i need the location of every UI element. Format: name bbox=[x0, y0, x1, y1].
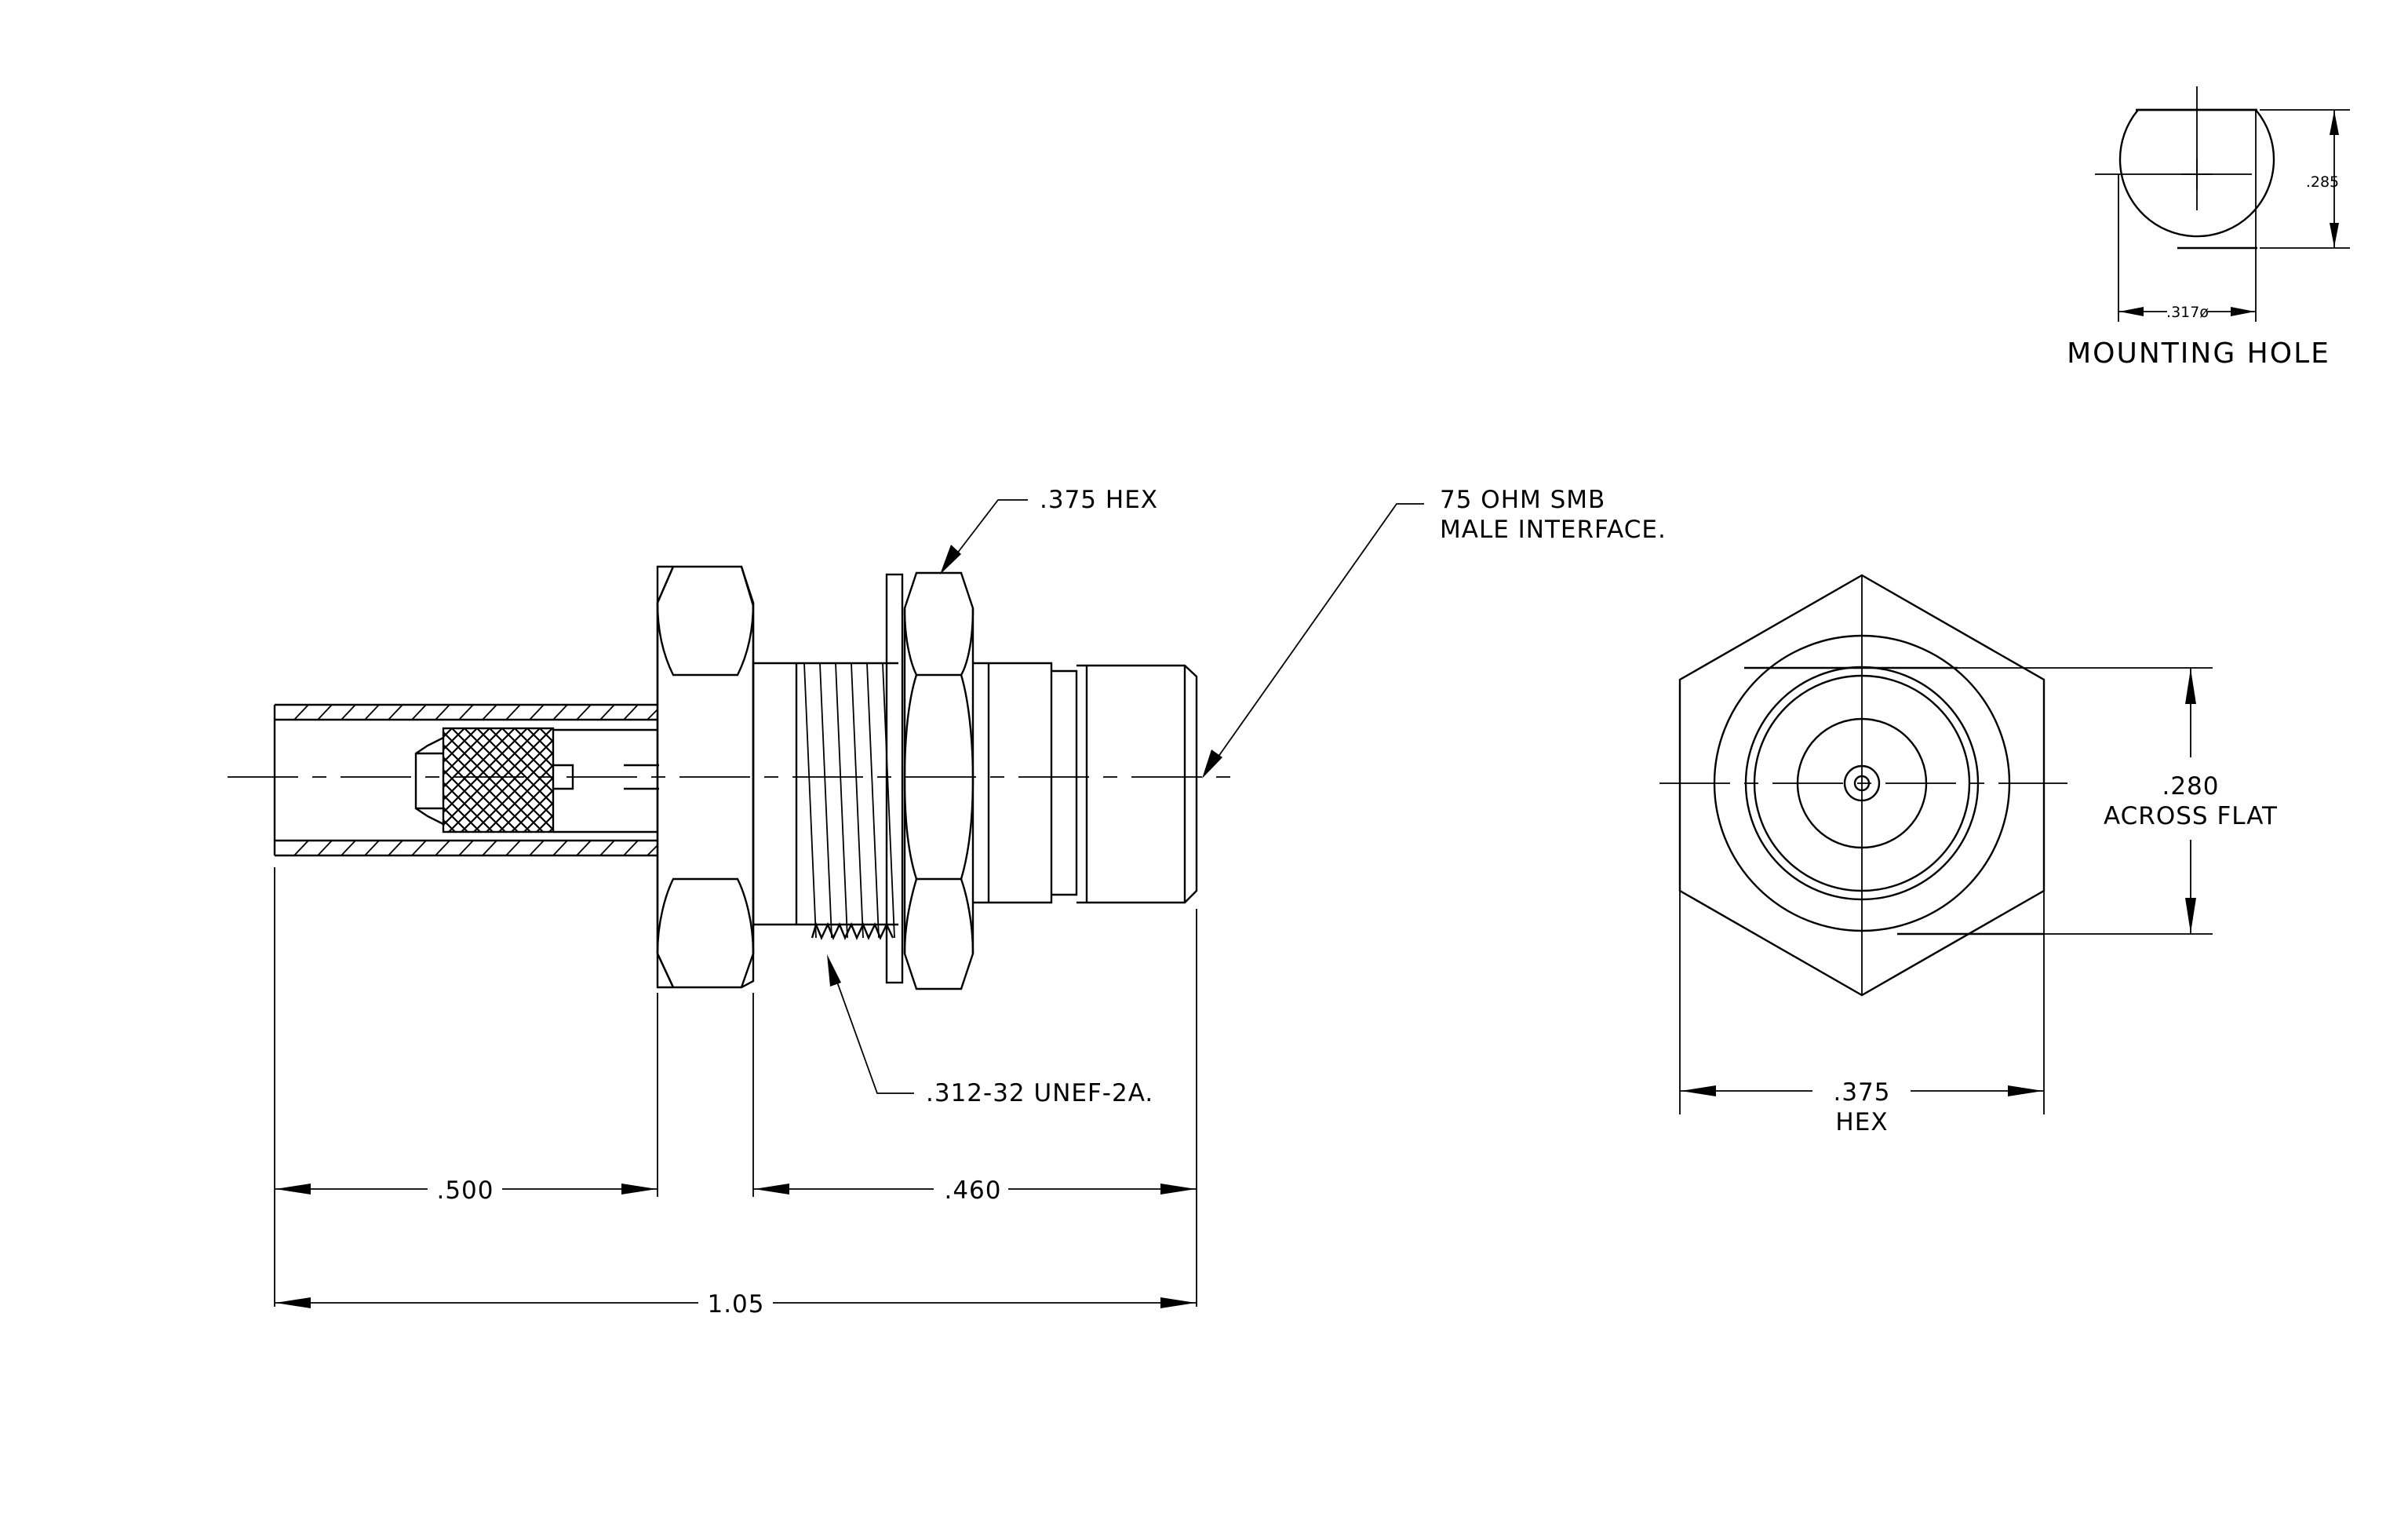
end-view-center-pin bbox=[1843, 764, 1881, 802]
mounting-hole-view: .285 .317ø MOUNTING HOLE bbox=[2067, 86, 2350, 370]
thread-teeth bbox=[811, 921, 894, 940]
end-view: .280 ACROSS FLAT .375 HEX bbox=[1659, 574, 2278, 1136]
front-hex-nut bbox=[903, 571, 974, 990]
dim-overall-length: 1.05 bbox=[275, 1290, 1197, 1319]
ferrule-hatch-top bbox=[293, 704, 658, 720]
side-extension-lines bbox=[274, 867, 1197, 1307]
hex-callout: .375 HEX bbox=[940, 486, 1158, 574]
smb-interface bbox=[973, 662, 1198, 904]
knurl-pattern bbox=[442, 727, 555, 833]
knurled-pin bbox=[414, 727, 659, 833]
across-flat-label-line1: .280 bbox=[2162, 772, 2219, 801]
front-length-label: .460 bbox=[944, 1176, 1001, 1205]
dim-hex: .375 HEX bbox=[1679, 891, 2045, 1136]
height-dimension-label: .285 bbox=[2306, 173, 2339, 191]
side-view: .500 .460 1.05 .375 HEX 75 OHM SMB M bbox=[228, 486, 1667, 1319]
mounting-hole-title: MOUNTING HOLE bbox=[2067, 337, 2330, 370]
hex-dimension-label-line2: HEX bbox=[1835, 1108, 1888, 1136]
dim-across-flat: .280 ACROSS FLAT bbox=[1958, 667, 2278, 935]
rear-hex-nut bbox=[656, 565, 755, 989]
dim-front-length: .460 bbox=[753, 1176, 1197, 1205]
dim-arrow bbox=[2231, 307, 2255, 316]
thread-callout-label: .312-32 UNEF-2A. bbox=[926, 1079, 1153, 1107]
thread-lines bbox=[803, 662, 895, 939]
diameter-dimension-lines bbox=[2118, 110, 2257, 322]
across-flat-label-line2: ACROSS FLAT bbox=[2104, 802, 2278, 830]
hex-dimension-label-line1: .375 bbox=[1833, 1078, 1890, 1107]
dim-rear-length: .500 bbox=[275, 1176, 658, 1205]
ferrule-hatch-bottom bbox=[293, 840, 658, 856]
interface-label-line2: MALE INTERFACE. bbox=[1440, 516, 1667, 544]
thread-callout: .312-32 UNEF-2A. bbox=[827, 954, 1153, 1107]
threaded-body bbox=[752, 662, 898, 940]
crimp-ferrule bbox=[273, 703, 658, 857]
dim-arrow bbox=[2330, 223, 2339, 247]
overall-length-label: 1.05 bbox=[707, 1290, 764, 1319]
dim-arrow bbox=[2330, 111, 2339, 135]
rear-length-label: .500 bbox=[436, 1176, 494, 1205]
dim-arrow bbox=[2119, 307, 2144, 316]
interface-callout: 75 OHM SMB MALE INTERFACE. bbox=[1202, 486, 1667, 779]
hex-callout-label: .375 HEX bbox=[1040, 486, 1158, 514]
diameter-dimension-label: .317ø bbox=[2166, 304, 2209, 321]
interface-label-line1: 75 OHM SMB bbox=[1440, 486, 1605, 514]
lock-washer bbox=[885, 573, 904, 984]
mounting-hole-outline bbox=[2118, 108, 2275, 238]
